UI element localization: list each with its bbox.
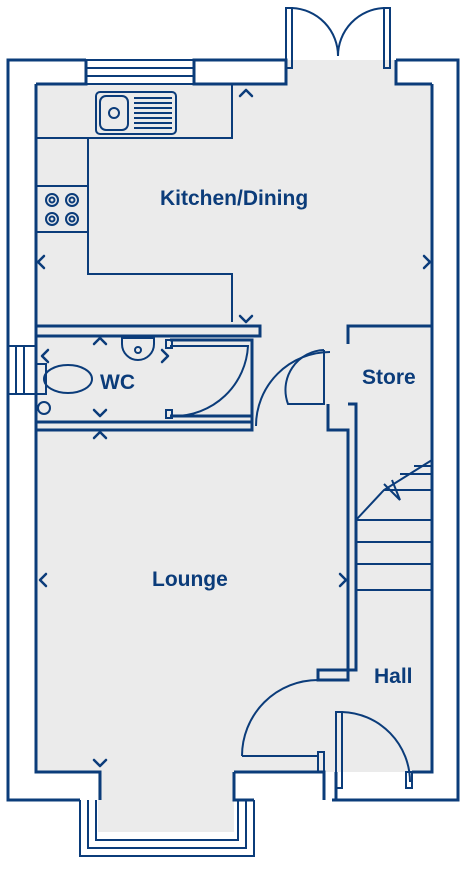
wc-window	[7, 345, 37, 395]
wc-door-swing-icon	[165, 339, 250, 419]
toilet-icon	[35, 363, 93, 415]
stairs-icon	[355, 459, 433, 591]
room-label-kitchen: Kitchen/Dining	[160, 187, 309, 210]
kitchen-worktop	[35, 84, 233, 322]
kitchen-window	[85, 59, 195, 85]
french-doors	[285, 7, 391, 69]
room-label-lounge: Lounge	[152, 568, 228, 591]
floor-fill	[36, 60, 432, 832]
sink-icon	[95, 91, 177, 135]
room-label-store: Store	[362, 366, 416, 389]
room-label-hall: Hall	[374, 665, 413, 688]
room-label-wc: WC	[100, 371, 135, 394]
wc-walls	[36, 324, 262, 432]
lounge-door-swing-icon	[241, 679, 325, 773]
basin-icon	[121, 337, 155, 361]
store-door-swing-icon	[255, 349, 331, 427]
hob-icon	[45, 193, 79, 226]
front-door-swing-icon	[335, 711, 413, 789]
dimension-arrow-icon	[36, 88, 432, 768]
bay-window	[79, 800, 255, 857]
